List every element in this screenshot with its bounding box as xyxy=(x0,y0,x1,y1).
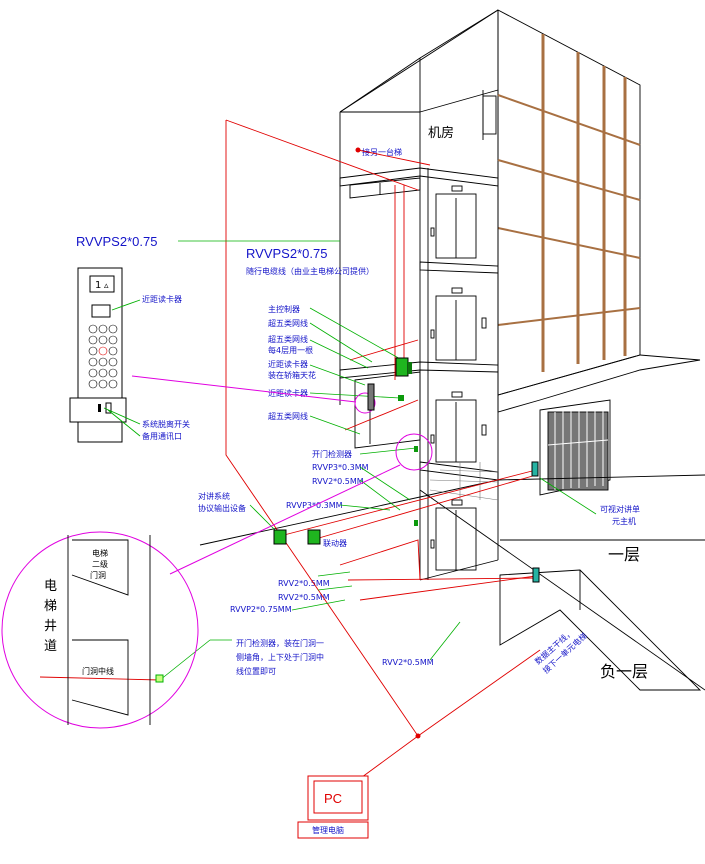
floor-b1-label: 负一层 xyxy=(600,662,648,681)
door-top-2: 二级 xyxy=(92,559,108,569)
rvv-05-a-label: RVV2*0.5MM xyxy=(312,477,364,486)
door-detector-icon xyxy=(155,674,164,683)
card-reader-icon xyxy=(398,395,404,401)
shaft-char-4: 道 xyxy=(44,639,57,654)
reader-car-label: 近距读卡器 xyxy=(268,359,308,369)
door-top-1: 电梯 xyxy=(92,548,108,558)
red-wiring xyxy=(39,119,541,781)
shaft-detail xyxy=(67,535,151,725)
cat5-3-label: 超五类网线 xyxy=(268,411,308,421)
rvvp-075-label: RVVP2*0.75MM xyxy=(230,605,292,614)
linkage-label: 联动器 xyxy=(323,538,347,548)
shaft-char-2: 梯 xyxy=(44,599,57,614)
floor-1-label: 一层 xyxy=(608,545,640,564)
door-mid-label: 门洞中线 xyxy=(82,666,114,676)
trail-note-label: 随行电缆线（由业主电梯公司提供） xyxy=(246,266,374,276)
pc-label: PC xyxy=(324,791,342,806)
reader-near-label: 近距读卡器 xyxy=(142,294,182,304)
elevator-panel-icon: 1 ▵ xyxy=(69,267,127,443)
reader-car-b-label: 装在轿箱天花 xyxy=(268,370,316,380)
connect-phone-label: 接另一台梯 xyxy=(362,147,402,157)
detector-note-1: 开门检测器，装在门洞一 xyxy=(236,638,324,648)
door-detector-device xyxy=(414,446,418,452)
intercom-unit-icon xyxy=(273,529,321,545)
machine-room-label: 机房 xyxy=(428,125,454,141)
rvv-05-d-label: RVV2*0.5MM xyxy=(382,658,434,667)
building-structure xyxy=(199,9,705,691)
door-detector-label: 开门检测器 xyxy=(312,449,352,459)
detector-note-3: 线位置即可 xyxy=(236,666,276,676)
cat5-1-label: 超五类网线 xyxy=(268,318,308,328)
controller-box-icon xyxy=(395,357,412,377)
cat5-2b-label: 每4层用一根 xyxy=(268,345,313,355)
magenta-callouts xyxy=(1,375,433,729)
junction-dot-pc xyxy=(415,733,421,739)
visual-intercom-icon-b1 xyxy=(532,567,540,583)
shaft-char-1: 电 xyxy=(44,579,57,594)
visual-intercom-icon xyxy=(531,461,539,477)
door-top-3: 门洞 xyxy=(90,570,106,580)
door-detector-device-2 xyxy=(414,520,418,526)
panel-arrow: ▵ xyxy=(104,281,109,291)
cable-main-label: RVVPS2*0.75 xyxy=(76,234,157,249)
rvv-05-c-label: RVV2*0.5MM xyxy=(278,593,330,602)
visual-intercom-b-label: 元主机 xyxy=(612,516,636,526)
shaft-char-3: 井 xyxy=(44,619,57,634)
pc-monitor-icon xyxy=(297,775,369,839)
junction-dot xyxy=(355,147,361,153)
visual-intercom-label: 可视对讲单 xyxy=(600,504,640,514)
system-switch-label: 系统脱离开关 xyxy=(142,419,190,429)
mgmt-pc-label: 管理电脑 xyxy=(312,825,344,835)
intercom-sys-label: 对讲系统 xyxy=(198,491,230,501)
intercom-port-label: 备用通讯口 xyxy=(142,431,182,441)
rvv-05-b-label: RVV2*0.5MM xyxy=(278,579,330,588)
car-reader-icon xyxy=(367,383,375,411)
intercom-sys-b-label: 协议输出设备 xyxy=(198,503,246,513)
rvvp-03-a-label: RVVP3*0.3MM xyxy=(312,463,369,472)
panel-floor: 1 xyxy=(95,280,101,291)
cable-trail-label: RVVPS2*0.75 xyxy=(246,246,327,261)
green-leader-lines xyxy=(159,240,597,681)
reader-car2-label: 近距读卡器 xyxy=(268,388,308,398)
detector-note-2: 侧墙角，上下处于门洞中 xyxy=(236,652,324,662)
main-controller-label: 主控制器 xyxy=(268,304,300,314)
cat5-2-label: 超五类网线 xyxy=(268,334,308,344)
